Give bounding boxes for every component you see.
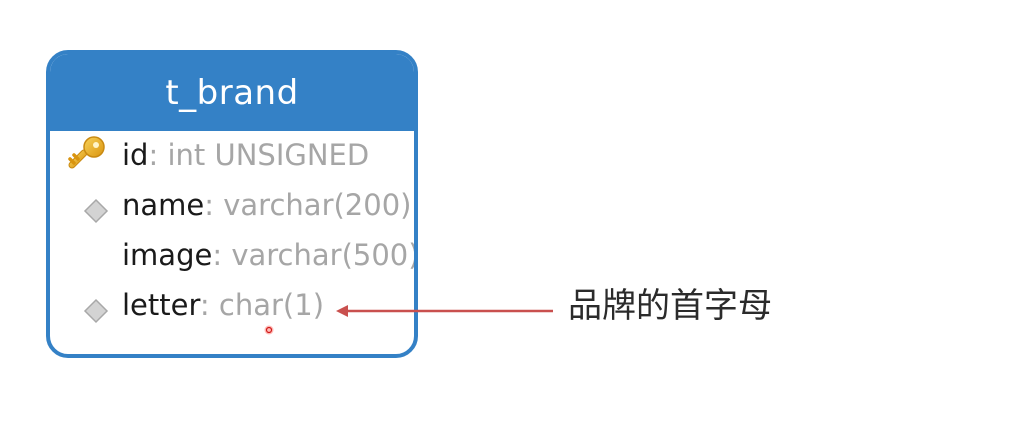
field-row-name[interactable]: name: varchar(200) — [50, 185, 414, 225]
cursor-indicator — [264, 325, 274, 335]
field-row-letter[interactable]: letter: char(1) — [50, 285, 414, 325]
field-type: int UNSIGNED — [167, 138, 370, 172]
field-type: char(1) — [218, 288, 325, 322]
field-separator: : — [212, 238, 232, 272]
field-row-image[interactable]: image: varchar(500) — [50, 235, 414, 275]
field-row-id[interactable]: id: int UNSIGNED — [50, 135, 414, 175]
nullable-diamond-icon — [50, 285, 120, 325]
field-name: name — [122, 188, 205, 222]
field-type: varchar(500) — [231, 238, 418, 272]
field-name: letter — [122, 288, 200, 322]
field-separator: : — [204, 188, 224, 222]
field-separator: : — [148, 138, 168, 172]
nullable-diamond-icon — [50, 185, 120, 225]
primary-key-icon — [50, 135, 120, 175]
field-separator: : — [199, 288, 219, 322]
annotation-label: 品牌的首字母 — [568, 286, 772, 326]
field-name: id — [122, 138, 149, 172]
field-type: varchar(200) — [223, 188, 412, 222]
field-name: image — [122, 238, 213, 272]
entity-header: t_brand — [50, 54, 414, 131]
entity-title: t_brand — [165, 72, 299, 113]
table-entity-t-brand[interactable]: t_brand id: int U — [46, 50, 418, 358]
